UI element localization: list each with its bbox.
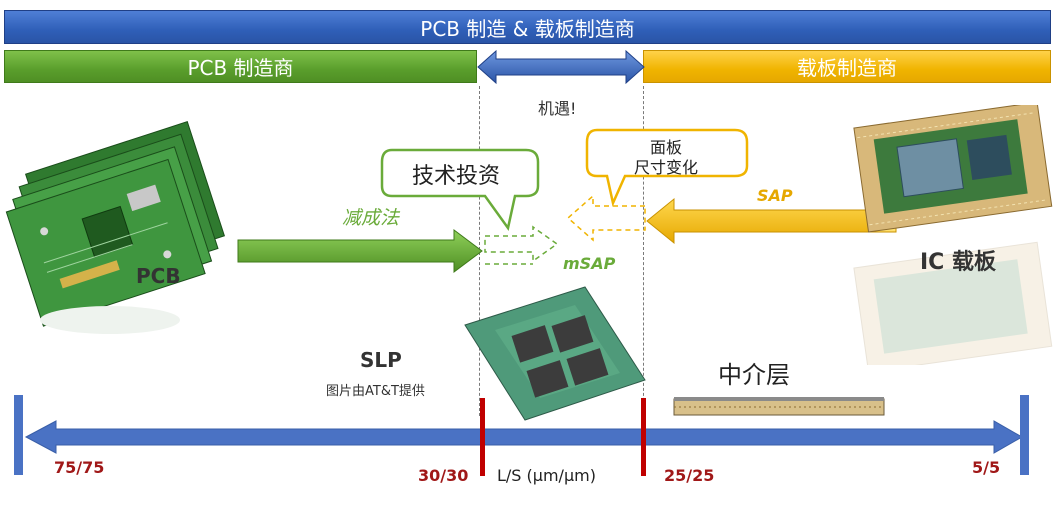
ic-substrate-image [853, 105, 1053, 365]
top-bar-label: PCB 制造 & 载板制造商 [420, 16, 635, 41]
msap-label: mSAP [563, 254, 616, 273]
substrate-manufacturer-bar: 载板制造商 [643, 50, 1051, 83]
pcb-label: PCB [136, 264, 181, 288]
pcb-board-image [5, 121, 226, 334]
tick-label-25: 25/25 [664, 466, 715, 485]
image-credit: 图片由AT&T提供 [326, 384, 425, 399]
sap-label: SAP [757, 186, 793, 205]
tick-label-5: 5/5 [972, 458, 1001, 477]
tick-label-75: 75/75 [54, 458, 105, 477]
subtractive-arrow-icon [237, 229, 483, 273]
tick-marker-25 [641, 398, 646, 476]
pcb-manufacturer-bar: PCB 制造商 [4, 50, 477, 83]
msap-dashed-arrow-icon [484, 225, 559, 265]
axis-title: L/S (μm/μm) [497, 466, 596, 485]
pcb-and-substrate-manufacturer-bar: PCB 制造 & 载板制造商 [4, 10, 1051, 44]
double-arrow-icon [477, 49, 645, 85]
subtractive-label: 减成法 [342, 207, 400, 229]
panel-size-callout-shape [585, 128, 749, 207]
tick-marker-30 [480, 398, 485, 476]
ic-substrate-label: IC 载板 [920, 250, 996, 275]
line-space-axis-icon [14, 395, 1029, 475]
guide-line-25 [643, 86, 644, 416]
panel-label-line2: 尺寸变化 [634, 158, 699, 177]
panel-label-line1: 面板 [650, 138, 683, 157]
tick-label-30: 30/30 [418, 466, 469, 485]
slp-label: SLP [360, 348, 402, 372]
tech-investment-callout-shape [380, 148, 540, 232]
interposer-image [673, 397, 885, 416]
pcb-bar-label: PCB 制造商 [187, 56, 294, 80]
interposer-label: 中介层 [718, 361, 790, 389]
ic-bar-label: 载板制造商 [797, 56, 897, 80]
opportunity-label: 机遇! [538, 99, 577, 118]
tech-investment-label: 技术投资 [412, 164, 501, 189]
slp-chip-image [464, 286, 646, 421]
sap-dashed-arrow-icon [566, 194, 646, 242]
